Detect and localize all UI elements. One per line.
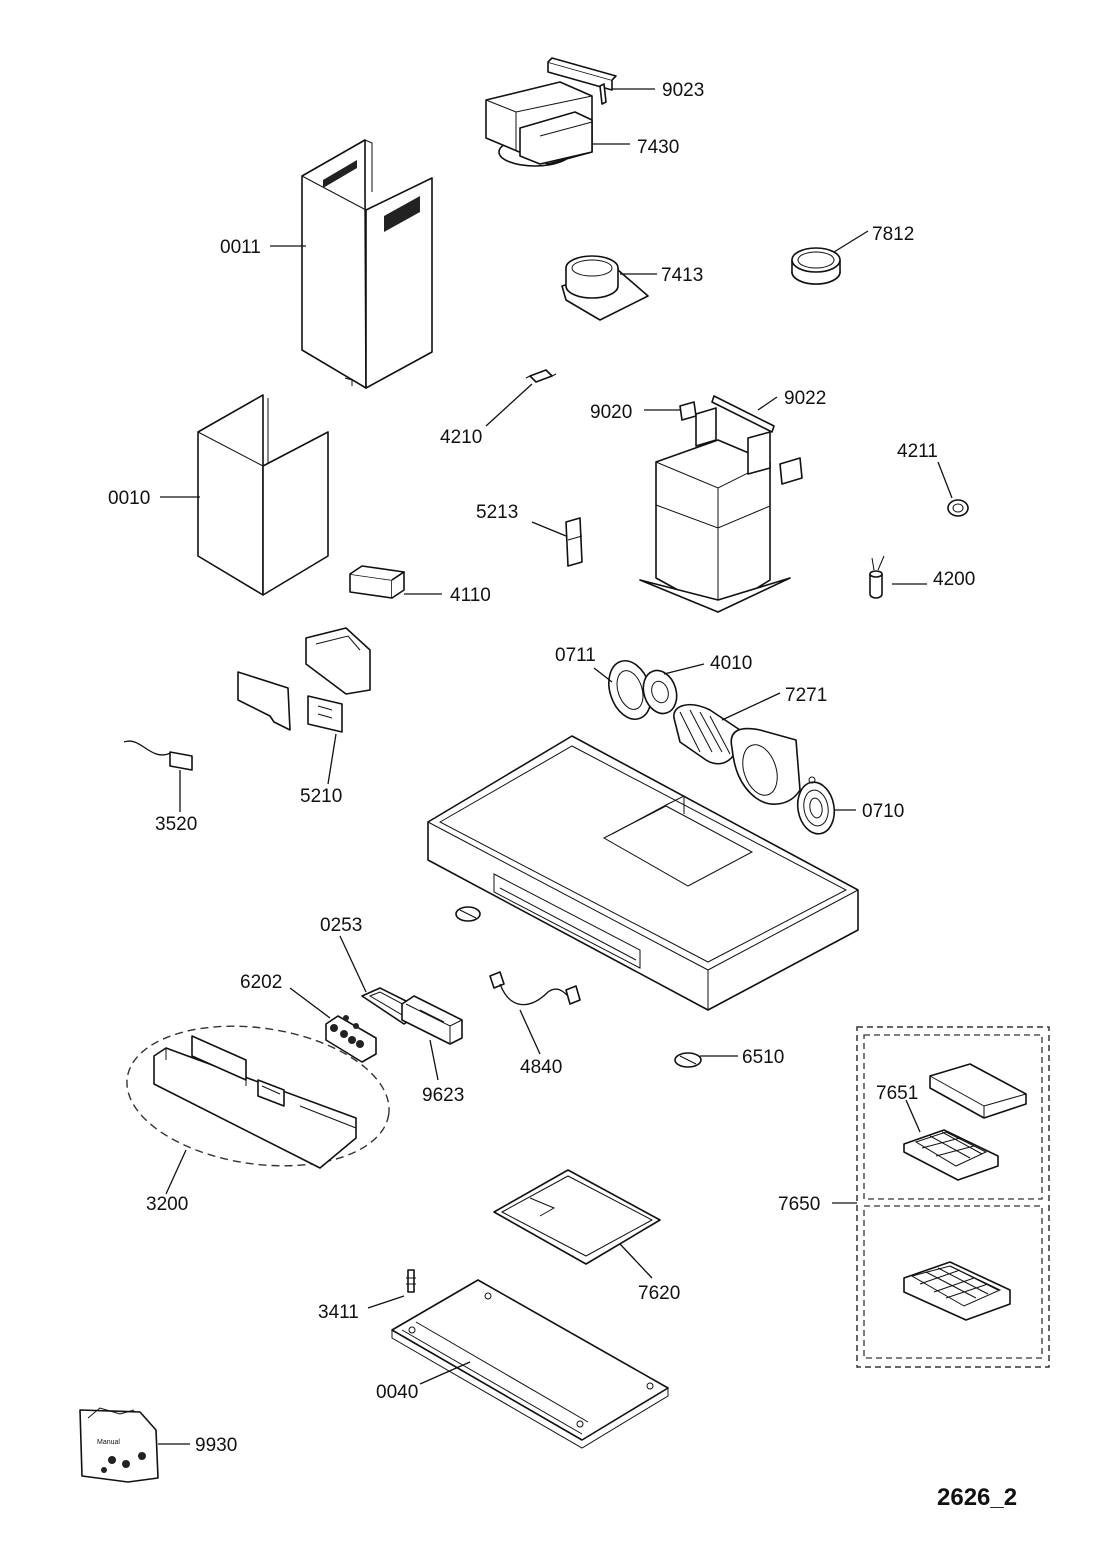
part-label-7650: 7650 [778, 1194, 820, 1215]
part-label-7413: 7413 [661, 265, 703, 286]
switch-icon [565, 517, 583, 567]
part-label-9022: 9022 [784, 388, 826, 409]
accessory-bag-icon: Manual [79, 1407, 159, 1483]
motor-box-assembly [639, 407, 803, 613]
fan-wheel-icon [673, 703, 741, 765]
upper-chimney-icon [301, 139, 433, 389]
lamp-icon [674, 1052, 702, 1068]
part-label-4110: 4110 [450, 585, 491, 606]
knob-icon [455, 906, 481, 922]
grease-filter-icon [493, 1169, 661, 1265]
rail-bracket-icon [711, 395, 775, 433]
part-label-5213: 5213 [476, 502, 518, 523]
cable-grommet-icon [947, 499, 969, 517]
wiring-harness-icon [489, 971, 581, 1006]
power-cord-icon [123, 740, 193, 771]
part-label-3411: 3411 [318, 1302, 359, 1323]
part-label-7620: 7620 [638, 1283, 680, 1304]
part-label-7430: 7430 [637, 137, 679, 158]
part-label-3200: 3200 [146, 1194, 188, 1215]
mounting-bracket-icon [547, 57, 617, 105]
carbon-filter-kit-icon [856, 1026, 1050, 1368]
part-label-0011: 0011 [220, 237, 261, 258]
fan-scroll-housing [730, 727, 801, 805]
part-label-0010: 0010 [108, 488, 150, 509]
part-label-0253: 0253 [320, 915, 362, 936]
part-label-9023: 9023 [662, 80, 704, 101]
front-panel-icon [126, 1025, 390, 1169]
motor-icon [642, 669, 678, 715]
fan-grille-icon [796, 776, 836, 835]
screw-pin-icon [406, 1269, 416, 1293]
part-label-4840: 4840 [520, 1057, 562, 1078]
capacitor-icon [869, 555, 885, 599]
part-label-6510: 6510 [742, 1047, 784, 1068]
part-label-5210: 5210 [300, 786, 342, 807]
carbon-filter-frame-icon [903, 1063, 1027, 1181]
control-board-icon [237, 627, 371, 733]
lower-chimney-icon [197, 394, 329, 596]
part-label-9930: 9930 [195, 1435, 237, 1456]
part-label-4210: 4210 [440, 427, 482, 448]
part-label-0710: 0710 [862, 801, 904, 822]
part-label-0040: 0040 [376, 1382, 418, 1403]
part-label-0711: 0711 [555, 645, 596, 666]
carbon-filter-tray-icon [903, 1261, 1011, 1321]
bottom-panel-icon [391, 1279, 669, 1449]
part-label-3520: 3520 [155, 814, 197, 835]
part-label-4010: 4010 [710, 653, 752, 674]
drawing-id: 2626_2 [937, 1484, 1017, 1511]
part-label-6202: 6202 [240, 972, 282, 993]
air-outlet-box-icon [485, 81, 593, 167]
button-frame-icon [401, 995, 463, 1045]
bag-label: Manual [97, 1439, 120, 1446]
part-label-9623: 9623 [422, 1085, 464, 1106]
terminal-icon [525, 369, 557, 383]
push-buttons-icon [325, 1015, 377, 1063]
part-label-7271: 7271 [785, 685, 827, 706]
hood-body [427, 735, 859, 1011]
part-label-4211: 4211 [897, 441, 938, 462]
part-label-7651: 7651 [876, 1083, 918, 1104]
reducer-ring-icon [791, 247, 841, 285]
part-label-9020: 9020 [590, 402, 632, 423]
light-housing-icon [349, 565, 405, 599]
bracket-icon [679, 401, 697, 421]
part-label-4200: 4200 [933, 569, 975, 590]
outlet-flange-icon [561, 255, 649, 321]
part-label-7812: 7812 [872, 224, 914, 245]
